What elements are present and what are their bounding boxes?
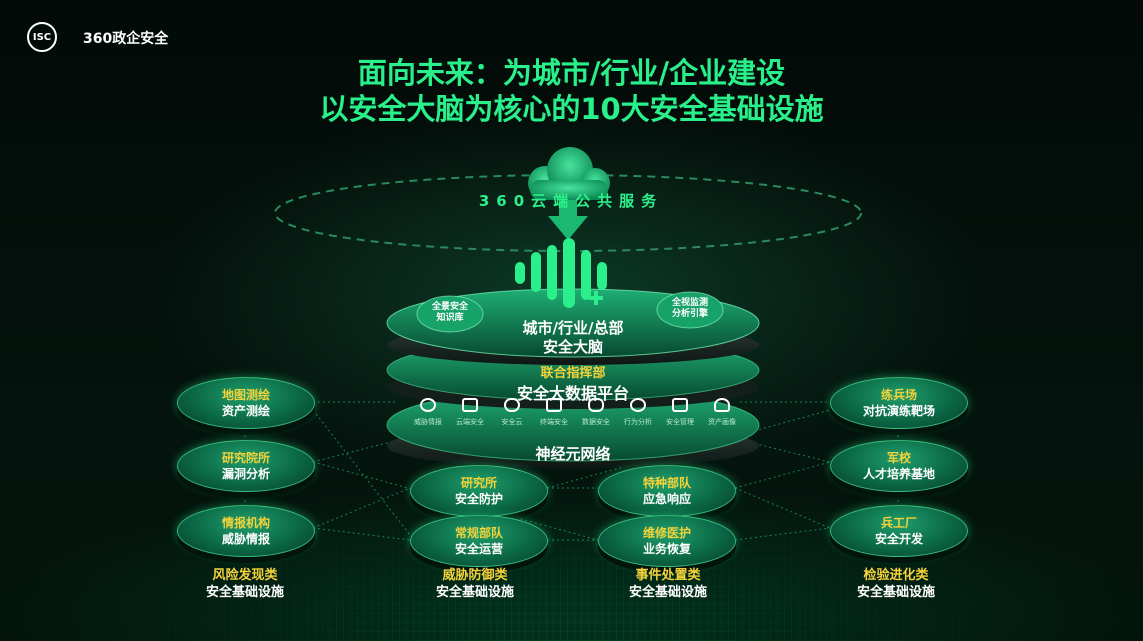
node-medic: 维修医护业务恢复 bbox=[598, 515, 736, 567]
node-subtitle: 业务恢复 bbox=[642, 541, 691, 556]
platform-icons: 威胁情报 云端安全 安全云 终端安全 数据安全 行为分析 安全管理 资产画像 bbox=[410, 398, 740, 427]
category-title: 检验进化类 bbox=[863, 568, 929, 583]
right-bubble-line-1: 全视监测 bbox=[671, 298, 708, 308]
left-bubble-icon bbox=[416, 295, 484, 333]
left-bubble-label: 全景安全 知识库 bbox=[420, 302, 480, 324]
platform-icon-label: 安全管理 bbox=[666, 418, 694, 426]
node-title: 军校 bbox=[886, 450, 911, 465]
cloud-arrow-head bbox=[548, 216, 588, 240]
platform-icon-label: 资产画像 bbox=[708, 418, 736, 426]
platform-icon-label: 安全云 bbox=[501, 418, 523, 426]
category-title: 威胁防御类 bbox=[442, 568, 508, 583]
node-subtitle: 威胁情报 bbox=[221, 531, 270, 546]
isc-logo: ISC bbox=[27, 22, 57, 52]
category-threat-defense: 威胁防御类安全基础设施 bbox=[395, 567, 555, 601]
platform-icon-label: 云端安全 bbox=[456, 418, 484, 426]
node-title: 常规部队 bbox=[454, 525, 503, 540]
left-bubble-line-1: 全景安全 bbox=[431, 302, 468, 312]
platform-icon-label: 行为分析 bbox=[624, 418, 652, 426]
category-title: 事件处置类 bbox=[635, 568, 701, 583]
node-title: 情报机构 bbox=[221, 515, 270, 530]
right-bubble-line-2: 分析引擎 bbox=[671, 309, 708, 319]
title-line-2: 以安全大脑为核心的10大安全基础设施 bbox=[319, 92, 824, 126]
category-subtitle: 安全基础设施 bbox=[856, 585, 935, 600]
brain-label-1: 城市/行业/总部 bbox=[522, 319, 624, 337]
title-line-1: 面向未来：为城市/行业/企业建设 bbox=[357, 56, 786, 90]
cloud-arrow-shaft bbox=[559, 196, 577, 218]
category-risk-discovery: 风险发现类安全基础设施 bbox=[165, 567, 325, 601]
node-subtitle: 安全防护 bbox=[454, 491, 503, 506]
left-bubble-line-2: 知识库 bbox=[436, 313, 464, 323]
category-incident-handling: 事件处置类安全基础设施 bbox=[588, 567, 748, 601]
node-regular-force: 常规部队安全运营 bbox=[410, 515, 548, 567]
360-logo: 360政企安全 bbox=[83, 31, 169, 47]
cloud-service-label: 360云端公共服务 bbox=[478, 192, 664, 210]
people-icon: 行为分析 bbox=[620, 398, 656, 427]
node-lab: 研究所安全防护 bbox=[410, 465, 548, 517]
right-bubble-icon bbox=[656, 291, 724, 329]
platform-icon-label: 威胁情报 bbox=[414, 418, 442, 426]
node-research-institute: 研究院所漏洞分析 bbox=[177, 440, 315, 492]
node-subtitle: 安全运营 bbox=[454, 541, 503, 556]
globe-icon: 威胁情报 bbox=[410, 398, 446, 427]
database-icon: 数据安全 bbox=[578, 398, 614, 427]
node-title: 研究所 bbox=[460, 475, 497, 490]
category-subtitle: 安全基础设施 bbox=[205, 585, 284, 600]
node-map-survey: 地图测绘资产测绘 bbox=[177, 377, 315, 429]
node-training-range: 练兵场对抗演练靶场 bbox=[830, 377, 968, 429]
command-label: 联合指挥部 bbox=[540, 366, 606, 381]
user-icon: 资产画像 bbox=[704, 398, 740, 427]
cloud-small-icon: 安全云 bbox=[494, 398, 530, 427]
category-subtitle: 安全基础设施 bbox=[435, 585, 514, 600]
node-title: 特种部队 bbox=[642, 475, 691, 490]
node-subtitle: 漏洞分析 bbox=[221, 466, 270, 481]
node-title: 地图测绘 bbox=[221, 387, 270, 402]
node-special-force: 特种部队应急响应 bbox=[598, 465, 736, 517]
node-subtitle: 对抗演练靶场 bbox=[862, 403, 935, 418]
node-intel-agency: 情报机构威胁情报 bbox=[177, 505, 315, 557]
cloud-icon bbox=[528, 147, 610, 200]
category-title: 风险发现类 bbox=[212, 568, 278, 583]
category-subtitle: 安全基础设施 bbox=[628, 585, 707, 600]
category-verification-evolution: 检验进化类安全基础设施 bbox=[816, 567, 976, 601]
node-title: 兵工厂 bbox=[880, 515, 917, 530]
node-title: 维修医护 bbox=[642, 525, 691, 540]
node-arsenal: 兵工厂安全开发 bbox=[830, 505, 968, 557]
node-subtitle: 资产测绘 bbox=[221, 403, 270, 418]
platform-icon-label: 数据安全 bbox=[582, 418, 610, 426]
node-subtitle: 安全开发 bbox=[874, 531, 923, 546]
node-subtitle: 应急响应 bbox=[642, 491, 691, 506]
network-label: 神经元网络 bbox=[535, 445, 611, 463]
node-academy: 军校人才培养基地 bbox=[830, 440, 968, 492]
brain-label-2: 安全大脑 bbox=[542, 338, 603, 356]
node-subtitle: 人才培养基地 bbox=[862, 466, 935, 481]
right-bubble-label: 全视监测 分析引擎 bbox=[660, 298, 720, 320]
monitor-icon: 终端安全 bbox=[536, 398, 572, 427]
node-title: 练兵场 bbox=[880, 387, 917, 402]
node-title: 研究院所 bbox=[221, 450, 270, 465]
shield-icon: 云端安全 bbox=[452, 398, 488, 427]
document-icon: 安全管理 bbox=[662, 398, 698, 427]
brain-bars-icon bbox=[515, 238, 607, 308]
platform-icon-label: 终端安全 bbox=[540, 418, 568, 426]
